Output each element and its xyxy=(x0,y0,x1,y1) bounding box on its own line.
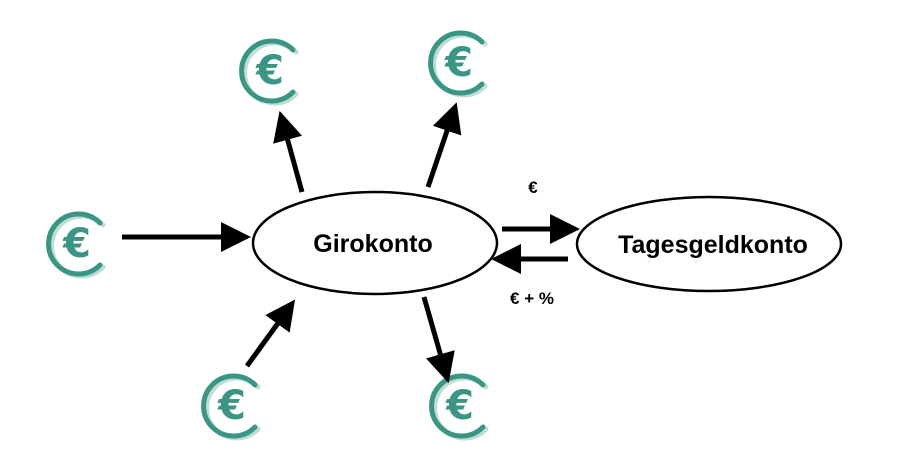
euro-coin-glyph: € xyxy=(445,383,474,429)
euro-coin-icon: € xyxy=(46,211,106,279)
transfer-label: € xyxy=(528,178,538,197)
euro-coin-glyph: € xyxy=(217,383,246,429)
euro-coin-glyph: € xyxy=(444,40,473,86)
euro-coin-icon: € xyxy=(201,373,261,441)
euro-coin-icon: € xyxy=(429,373,489,441)
return-label: € + % xyxy=(510,289,554,308)
node-tagesgeldkonto-label: Tagesgeldkonto xyxy=(618,231,808,259)
arrow-outgoing-bottom-right xyxy=(421,296,455,384)
node-tagesgeldkonto: Tagesgeldkonto xyxy=(575,195,843,293)
euro-coin-glyph: € xyxy=(62,221,91,267)
euro-coin-icon: € xyxy=(239,38,299,106)
arrow-outgoing-top-right xyxy=(425,102,462,188)
node-girokonto-label: Girokonto xyxy=(313,230,432,258)
euro-coin-icon: € xyxy=(428,30,488,98)
node-girokonto: Girokonto xyxy=(251,190,499,296)
arrow-outgoing-top-left xyxy=(273,110,305,193)
euro-coin-glyph: € xyxy=(255,48,284,94)
arrow-incoming-bottom-left xyxy=(244,299,296,368)
